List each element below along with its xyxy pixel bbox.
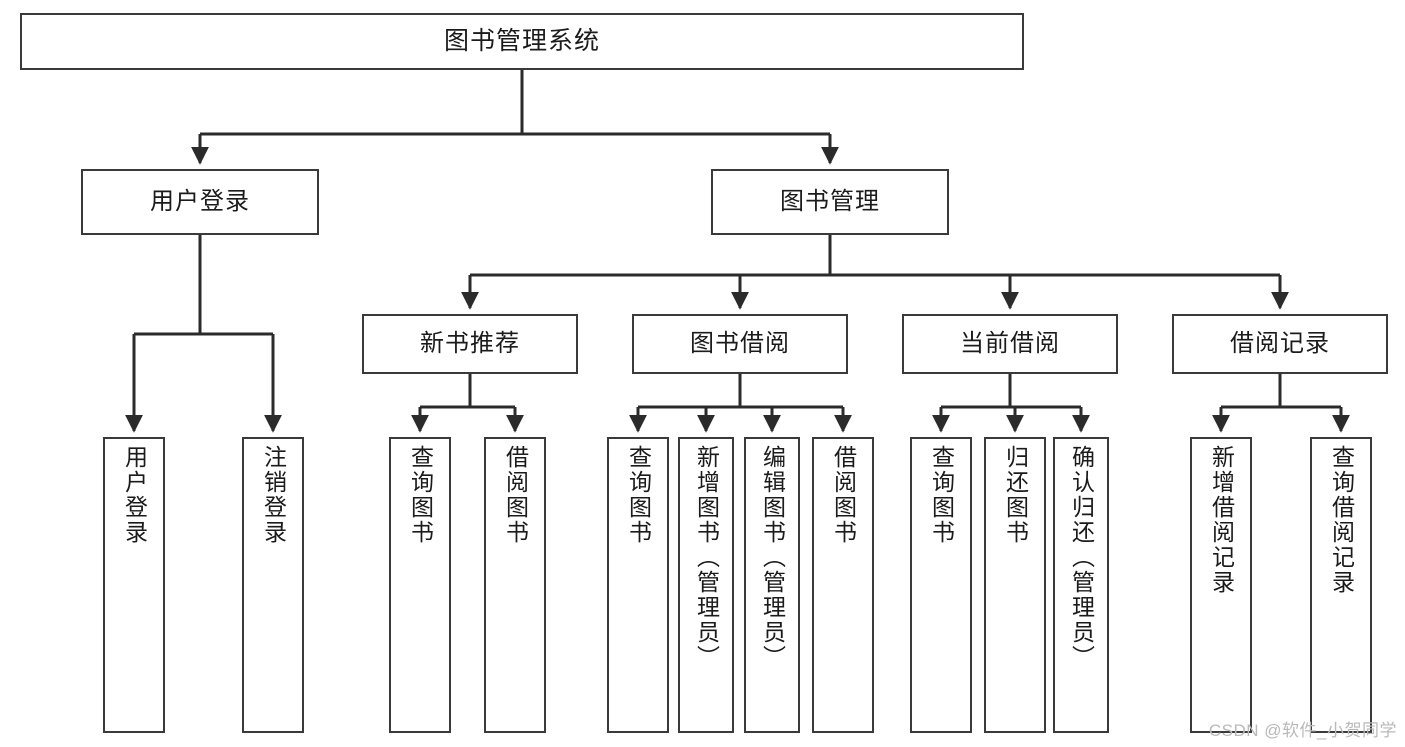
node-leaf-user-login[interactable]: 用户登录 [103,437,165,733]
node-leaf-borrow-book-2-label: 借阅图书 [830,445,857,545]
node-user-login-label: 用户登录 [150,187,250,215]
node-leaf-logout[interactable]: 注销登录 [242,437,304,733]
node-leaf-confirm-return[interactable]: 确认归还（管理员） [1053,437,1109,733]
node-root[interactable]: 图书管理系统 [20,13,1024,70]
node-leaf-borrow-book-1[interactable]: 借阅图书 [484,437,546,733]
node-book-manage-label: 图书管理 [780,187,880,215]
node-borrow-record-label: 借阅记录 [1230,329,1330,357]
node-current-borrow-label: 当前借阅 [960,329,1060,357]
watermark: CSDN @软件_小贺同学 [1208,721,1397,740]
node-leaf-borrow-book-1-label: 借阅图书 [502,445,529,545]
node-leaf-query-record-label: 查询借阅记录 [1328,445,1355,595]
node-current-borrow[interactable]: 当前借阅 [902,314,1118,374]
node-leaf-query-record[interactable]: 查询借阅记录 [1310,437,1372,733]
node-leaf-query-book-1-label: 查询图书 [407,445,434,545]
node-leaf-query-book-1[interactable]: 查询图书 [389,437,451,733]
node-root-label: 图书管理系统 [443,26,600,55]
node-leaf-add-book[interactable]: 新增图书（管理员） [678,437,734,733]
node-user-login[interactable]: 用户登录 [81,169,319,235]
node-leaf-query-book-2-label: 查询图书 [625,445,652,545]
node-leaf-confirm-return-label: 确认归还（管理员） [1068,445,1095,670]
node-leaf-add-record[interactable]: 新增借阅记录 [1190,437,1252,733]
node-book-borrow-label: 图书借阅 [690,329,790,357]
node-leaf-query-book-3[interactable]: 查询图书 [910,437,972,733]
node-leaf-add-book-label: 新增图书（管理员） [693,445,720,670]
node-book-manage[interactable]: 图书管理 [711,169,949,235]
node-new-book-recommend-label: 新书推荐 [420,329,520,357]
node-leaf-edit-book-label: 编辑图书（管理员） [759,445,786,670]
node-leaf-borrow-book-2[interactable]: 借阅图书 [812,437,874,733]
node-new-book-recommend[interactable]: 新书推荐 [362,314,578,374]
node-leaf-user-login-label: 用户登录 [121,445,148,545]
node-borrow-record[interactable]: 借阅记录 [1172,314,1388,374]
node-leaf-add-record-label: 新增借阅记录 [1208,445,1235,595]
node-leaf-edit-book[interactable]: 编辑图书（管理员） [744,437,800,733]
node-leaf-query-book-3-label: 查询图书 [928,445,955,545]
node-leaf-return-book[interactable]: 归还图书 [984,437,1046,733]
node-book-borrow[interactable]: 图书借阅 [632,314,848,374]
node-leaf-query-book-2[interactable]: 查询图书 [607,437,669,733]
node-leaf-logout-label: 注销登录 [260,445,287,545]
node-leaf-return-book-label: 归还图书 [1002,445,1029,545]
